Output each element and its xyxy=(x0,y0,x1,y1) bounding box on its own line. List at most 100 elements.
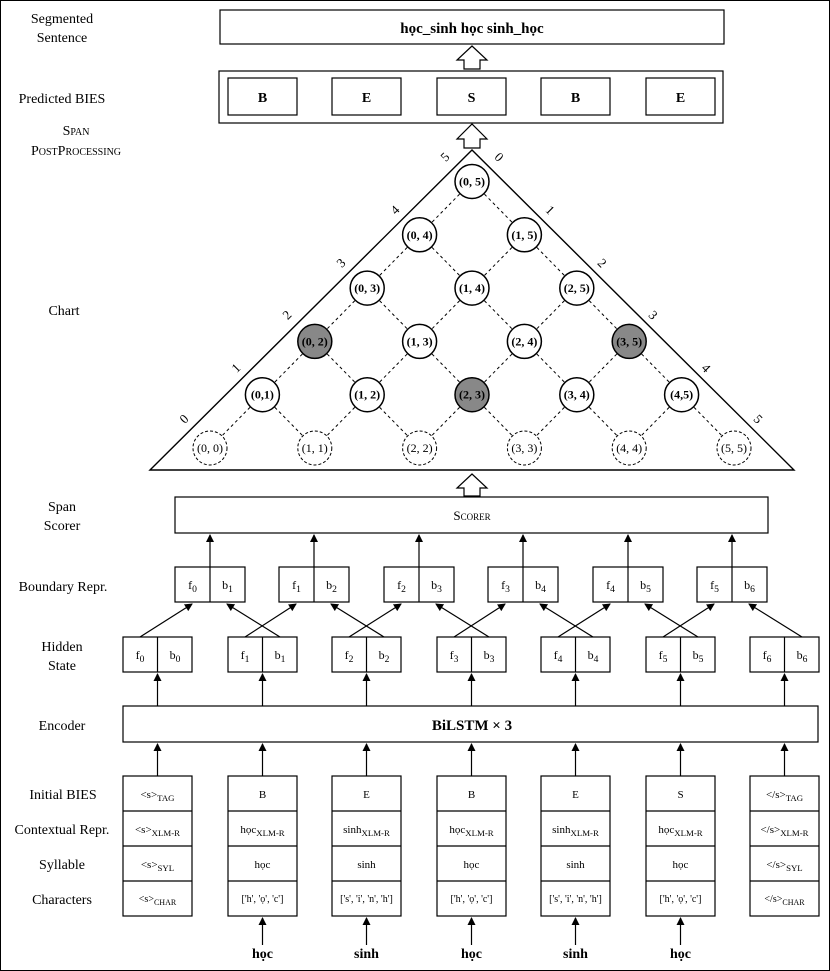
predicted-tag-label: E xyxy=(676,91,685,106)
initial-bies-cell: S xyxy=(677,789,683,801)
chart-node-label: (2, 2) xyxy=(407,441,433,455)
predicted-tag-box xyxy=(436,77,507,116)
characters-cell: </s>CHAR xyxy=(764,894,805,907)
predicted-tag-label: B xyxy=(571,91,580,106)
initial-bies-cell: E xyxy=(363,789,370,801)
chart-node-label: (0,1) xyxy=(251,388,274,402)
chart-base-node xyxy=(506,430,542,466)
boundary-backward-cell: b4 xyxy=(535,578,546,595)
chart-span-node xyxy=(506,217,543,253)
backward-link xyxy=(435,603,490,638)
input-columns: <s>TAG<s>XLM-R<s>SYL<s>CHARBhọcXLM-Rhọc[… xyxy=(122,743,820,962)
chart-triangle xyxy=(148,149,796,471)
chart-span-node xyxy=(244,376,281,413)
backward-link xyxy=(539,603,594,638)
initial-bies-cell: </s>TAG xyxy=(766,789,804,803)
input-word: học xyxy=(461,947,482,962)
chart-span-node-selected xyxy=(454,376,490,413)
label-hidden-2: State xyxy=(48,659,76,674)
chart-node-label: (0, 3) xyxy=(354,281,380,295)
boundary-forward-cell: f0 xyxy=(188,578,197,595)
chart-left-edge-index: 3 xyxy=(333,255,348,270)
contextual-repr-cell: <s>XLM-R xyxy=(135,824,180,838)
chart-span-node xyxy=(559,376,595,413)
chart-base-node xyxy=(192,430,228,466)
label-span-post-2: PostProcessing xyxy=(31,144,121,159)
label-chart: Chart xyxy=(48,304,79,319)
chart-span-node xyxy=(454,163,490,200)
characters-cell: ['s', 'i', 'n', 'h'] xyxy=(549,894,602,905)
chart-node-label: (2, 4) xyxy=(511,334,537,348)
chart-left-edge-index: 2 xyxy=(279,307,294,322)
label-syllable: Syllable xyxy=(39,858,85,873)
initial-bies-cell: <s>TAG xyxy=(140,789,175,803)
initial-bies-cell: B xyxy=(468,789,475,801)
boundary-backward-cell: b5 xyxy=(640,578,651,595)
label-span-scorer-1: Span xyxy=(48,500,76,515)
input-word: học xyxy=(252,947,273,962)
label-span-scorer-2: Scorer xyxy=(44,519,81,534)
chart-node-label: (4, 4) xyxy=(616,441,642,455)
hidden-forward-cell: f0 xyxy=(136,648,145,665)
contextual-repr-cell: họcXLM-R xyxy=(240,824,284,838)
chart-span-node xyxy=(454,270,490,306)
backward-link xyxy=(644,603,699,638)
chart-node-label: (2, 3) xyxy=(459,388,485,402)
contextual-repr-cell: sinhXLM-R xyxy=(552,824,599,838)
hidden-backward-cell: b1 xyxy=(275,648,286,665)
boundary-backward-cell: b1 xyxy=(222,578,233,595)
chart-span-node xyxy=(349,376,385,413)
chart-node-label: (4,5) xyxy=(670,388,693,402)
characters-cell: ['h', 'ọ', 'c'] xyxy=(242,894,284,905)
chart-node-label: (1, 1) xyxy=(302,441,328,455)
chart-node-label: (3, 5) xyxy=(616,334,642,348)
hidden-forward-cell: f5 xyxy=(659,648,668,665)
segmented-sentence-text: học_sinh học sinh_học xyxy=(400,21,544,37)
boundary-forward-cell: f4 xyxy=(606,578,615,595)
hollow-arrow-icon xyxy=(455,45,489,70)
hidden-forward-cell: f2 xyxy=(345,648,354,665)
contextual-repr-cell: họcXLM-R xyxy=(449,824,493,838)
scorer-box xyxy=(174,496,769,534)
syllable-cell: sinh xyxy=(357,859,376,871)
backward-link xyxy=(226,603,281,638)
chart-node-label: (0, 4) xyxy=(407,228,433,242)
hidden-forward-cell: f1 xyxy=(241,648,250,665)
predicted-tag-label: S xyxy=(468,91,476,106)
chart-span-node xyxy=(349,270,385,306)
chart-span-node xyxy=(559,270,595,306)
chart-span-node xyxy=(401,323,438,360)
syllable-cell: học xyxy=(673,859,689,871)
chart-base-node xyxy=(611,430,647,466)
hidden-backward-cell: b5 xyxy=(693,648,704,665)
characters-cell: <s>CHAR xyxy=(139,894,177,907)
hidden-backward-cell: b3 xyxy=(484,648,495,665)
contextual-repr-cell: họcXLM-R xyxy=(658,824,702,838)
hidden-forward-cell: f3 xyxy=(450,648,459,665)
chart-node-label: (0, 5) xyxy=(459,175,485,189)
boundary-forward-cell: f3 xyxy=(501,578,510,595)
chart-span-node-selected xyxy=(611,323,647,360)
syllable-cell: học xyxy=(255,859,271,871)
chart-node-label: (0, 2) xyxy=(302,334,328,348)
chart-span-node xyxy=(506,323,543,360)
chart-node-label: (3, 4) xyxy=(564,388,590,402)
chart-node-label: (0, 0) xyxy=(197,441,223,455)
hidden-backward-cell: b2 xyxy=(379,648,390,665)
chart-span-node xyxy=(663,376,700,413)
chart-left-edge-index: 0 xyxy=(176,411,191,426)
chart-base-node xyxy=(402,430,438,466)
predicted-tag-label: B xyxy=(258,91,267,106)
chart-node-label: (3, 3) xyxy=(511,441,537,455)
syllable-cell: học xyxy=(464,859,480,871)
chart-right-edge-index: 1 xyxy=(543,202,558,217)
chart-right-edge-index: 0 xyxy=(492,149,507,164)
encoder-label: BiLSTM × 3 xyxy=(432,718,512,734)
initial-bies-cell: B xyxy=(259,789,266,801)
chart-node-label: (1, 5) xyxy=(511,228,537,242)
boundary-forward-cell: f2 xyxy=(397,578,406,595)
chart-right-edge-index: 5 xyxy=(751,411,766,426)
characters-cell: ['s', 'i', 'n', 'h'] xyxy=(340,894,393,905)
